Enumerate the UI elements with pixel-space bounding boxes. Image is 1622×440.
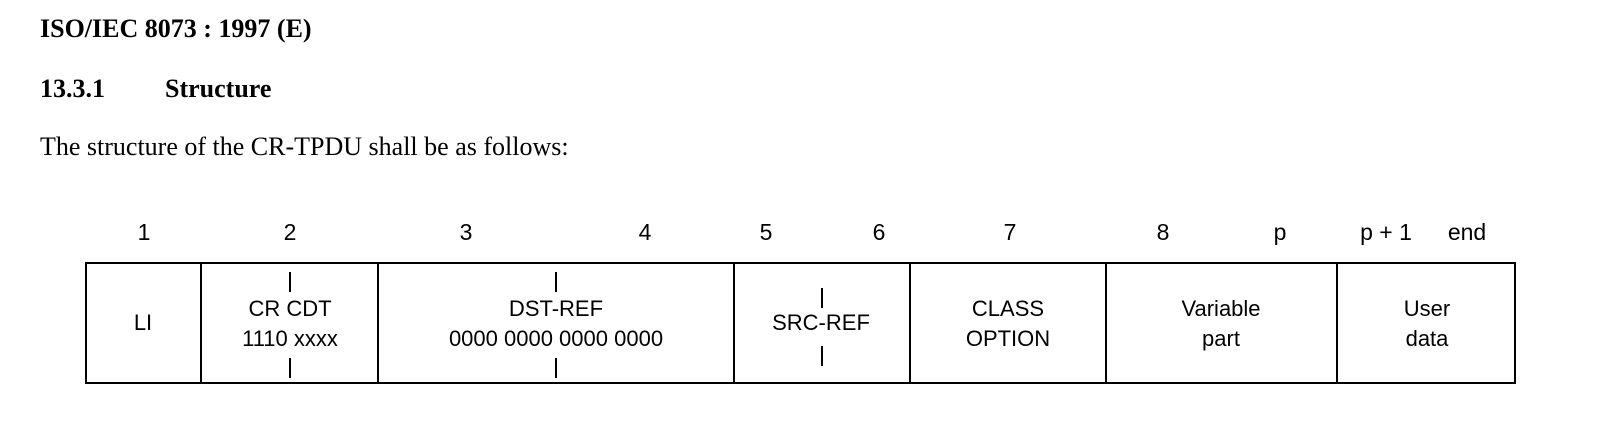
field-li: LI bbox=[133, 310, 153, 335]
field-user-data: User data bbox=[1403, 296, 1451, 351]
octet-label-p-plus-1: p + 1 bbox=[1360, 219, 1412, 245]
octet-boundary-tick bbox=[555, 272, 557, 292]
field-variable-part: Variable part bbox=[1181, 296, 1261, 351]
section-title: Structure bbox=[165, 74, 272, 103]
field-divider bbox=[1336, 262, 1338, 384]
octet-label-p: p bbox=[1273, 219, 1287, 245]
standard-header: ISO/IEC 8073 : 1997 (E) bbox=[40, 14, 312, 43]
section-number: 13.3.1 bbox=[40, 74, 105, 103]
field-divider bbox=[909, 262, 911, 384]
field-divider bbox=[1105, 262, 1107, 384]
field-divider bbox=[200, 262, 202, 384]
field-class-option: CLASS OPTION bbox=[965, 296, 1051, 351]
table-frame bbox=[85, 262, 1516, 384]
octet-label-end: end bbox=[1447, 219, 1487, 245]
field-divider bbox=[377, 262, 379, 384]
octet-boundary-tick bbox=[289, 272, 291, 292]
octet-label-1: 1 bbox=[137, 219, 151, 245]
octet-label-2: 2 bbox=[283, 219, 297, 245]
field-divider bbox=[733, 262, 735, 384]
octet-boundary-tick bbox=[289, 358, 291, 378]
field-src-ref: SRC-REF bbox=[772, 310, 870, 335]
octet-label-5: 5 bbox=[759, 219, 773, 245]
octet-label-3: 3 bbox=[459, 219, 473, 245]
octet-label-4: 4 bbox=[638, 219, 652, 245]
octet-label-8: 8 bbox=[1156, 219, 1170, 245]
octet-label-6: 6 bbox=[872, 219, 886, 245]
octet-boundary-tick bbox=[555, 358, 557, 378]
octet-boundary-tick bbox=[821, 288, 823, 308]
field-cr-cdt: CR CDT 1110 xxxx bbox=[242, 296, 338, 351]
body-paragraph: The structure of the CR-TPDU shall be as… bbox=[40, 132, 569, 161]
field-dst-ref: DST-REF 0000 0000 0000 0000 bbox=[448, 296, 664, 351]
octet-boundary-tick bbox=[821, 346, 823, 366]
octet-label-7: 7 bbox=[1003, 219, 1017, 245]
